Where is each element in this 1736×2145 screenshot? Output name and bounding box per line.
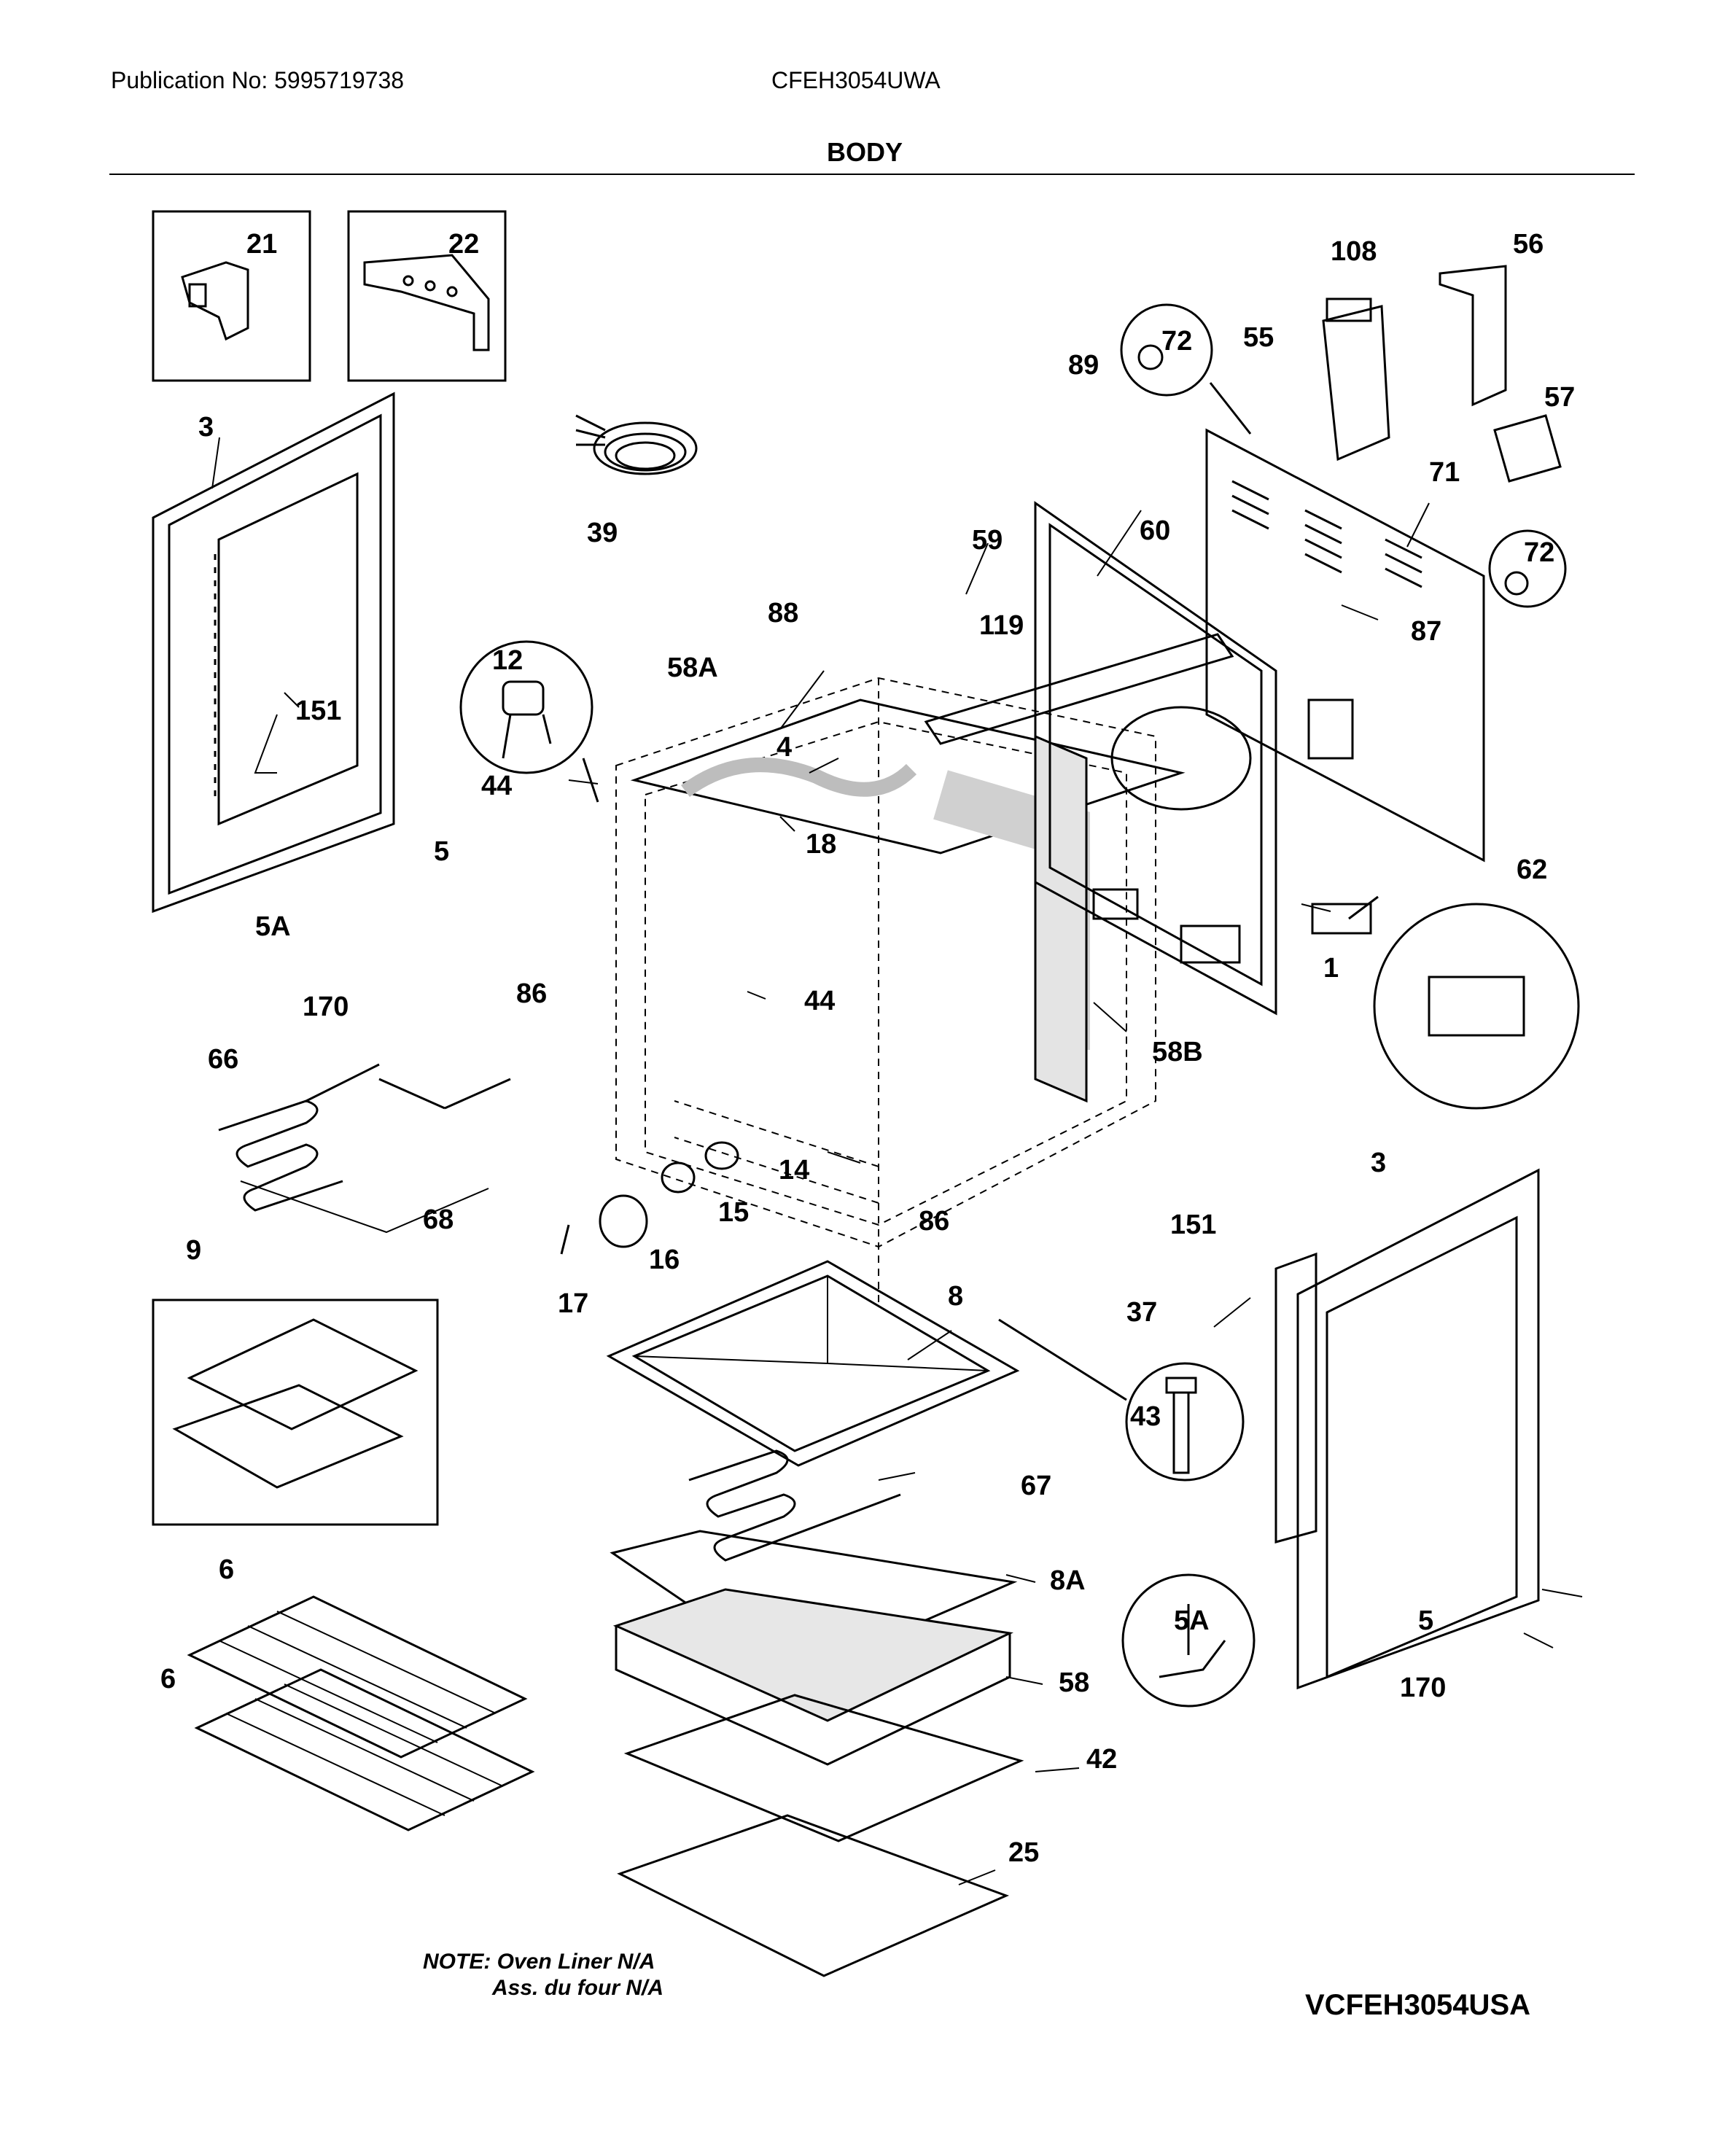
callout-72-right: 72	[1524, 537, 1554, 568]
callout-22: 22	[448, 229, 479, 260]
callout-60: 60	[1140, 515, 1170, 546]
callout-42: 42	[1086, 1744, 1117, 1775]
callout-57: 57	[1544, 382, 1575, 413]
callout-88: 88	[768, 598, 798, 628]
callout-6-top: 6	[219, 1554, 234, 1585]
plate-57	[1493, 414, 1562, 483]
callout-6-bottom: 6	[160, 1664, 176, 1694]
callout-1: 1	[1323, 953, 1339, 984]
oven-bottom-8	[606, 1260, 1020, 1467]
callout-87: 87	[1411, 616, 1441, 647]
callout-9: 9	[186, 1235, 201, 1266]
part-9-inset	[152, 1299, 439, 1526]
callout-21: 21	[246, 229, 277, 260]
note-line-1: NOTE: Oven Liner N/A	[423, 1950, 655, 1974]
callout-170-left: 170	[303, 992, 349, 1022]
bottom-panel-42	[623, 1694, 1024, 1842]
callout-14: 14	[779, 1155, 809, 1186]
part-72-detail-right	[1488, 529, 1567, 608]
leader-lines	[211, 437, 1583, 1885]
callout-37: 37	[1126, 1297, 1157, 1328]
insulation-58b	[1034, 734, 1088, 1103]
callout-44-right: 44	[804, 986, 835, 1016]
callout-39: 39	[587, 518, 618, 548]
callout-86-right: 86	[919, 1206, 949, 1237]
callout-151-left: 151	[295, 696, 341, 726]
door-frame-left	[152, 392, 395, 914]
callout-5a-left: 5A	[255, 911, 291, 942]
back-panel	[1034, 501, 1277, 1016]
note-line-2: Ass. du four N/A	[492, 1976, 664, 2000]
callout-5-right: 5	[1418, 1605, 1433, 1636]
section-title: BODY	[827, 137, 903, 167]
callout-119: 119	[979, 610, 1024, 641]
publication-number: Publication No: 5995719738	[111, 67, 405, 93]
callout-68: 68	[423, 1204, 454, 1235]
callout-3-left: 3	[198, 412, 214, 443]
callout-18: 18	[806, 829, 836, 860]
callout-58b: 58B	[1152, 1037, 1203, 1067]
callout-labels: 21 22 3 151 5 5A 170 66 68 9 6 6 39 12 4…	[160, 229, 1575, 1868]
callout-8: 8	[948, 1281, 963, 1312]
callout-62: 62	[1517, 855, 1547, 885]
callout-16: 16	[649, 1245, 680, 1275]
callout-56: 56	[1513, 229, 1544, 260]
callout-89: 89	[1068, 350, 1099, 381]
oven-cavity	[615, 677, 1156, 1305]
part-62-detail	[1348, 895, 1580, 1110]
light-assembly	[560, 1141, 739, 1255]
insulation-58	[612, 1588, 1014, 1766]
callout-66: 66	[208, 1044, 238, 1075]
diagram-code: VCFEH3054USA	[1305, 1989, 1531, 2021]
callout-58: 58	[1059, 1667, 1089, 1698]
callout-17: 17	[558, 1288, 588, 1319]
power-cord-39	[575, 414, 698, 475]
callout-58a: 58A	[667, 653, 718, 683]
oven-rack-6b	[194, 1668, 535, 1831]
callout-12: 12	[492, 645, 523, 676]
callout-25: 25	[1008, 1837, 1039, 1868]
model-number: CFEH3054UWA	[771, 67, 941, 93]
rear-cover-71	[1205, 428, 1485, 863]
callout-170-right: 170	[1400, 1673, 1446, 1703]
callout-55: 55	[1243, 322, 1274, 353]
callout-5-left: 5	[434, 836, 449, 867]
callout-151-right: 151	[1170, 1210, 1216, 1240]
part-43-detail	[998, 1318, 1245, 1482]
callout-71: 71	[1429, 457, 1460, 488]
insulation-58a	[630, 698, 1186, 1050]
callout-44-left: 44	[481, 771, 512, 801]
part-22-inset	[347, 210, 507, 382]
oven-rack-6a	[187, 1595, 528, 1759]
callout-5a-right: 5A	[1174, 1605, 1210, 1636]
part-72-detail-top	[1120, 303, 1252, 435]
callout-72-top: 72	[1161, 326, 1192, 357]
callout-15: 15	[718, 1197, 749, 1228]
control-bracket	[1322, 265, 1507, 462]
broil-element-66	[218, 1063, 511, 1212]
callout-59: 59	[972, 525, 1003, 556]
callout-4: 4	[776, 732, 792, 763]
frame-60	[924, 633, 1234, 745]
bake-element-67	[688, 1449, 901, 1562]
part-5a-detail-right	[1121, 1573, 1256, 1708]
callout-3-right: 3	[1371, 1148, 1386, 1178]
bottom-cover-25	[617, 1814, 1010, 1977]
callout-8a: 8A	[1050, 1565, 1086, 1596]
terminal-block-62	[1311, 903, 1372, 935]
wire-68	[240, 1180, 489, 1234]
part-12-detail	[459, 640, 599, 803]
callout-43: 43	[1130, 1401, 1161, 1432]
header-rule	[109, 174, 1635, 175]
part-21-inset	[152, 210, 311, 382]
callout-108: 108	[1331, 236, 1377, 267]
callout-86-left: 86	[516, 978, 547, 1009]
callout-67: 67	[1021, 1471, 1051, 1501]
door-frame-right	[1274, 1168, 1540, 1690]
